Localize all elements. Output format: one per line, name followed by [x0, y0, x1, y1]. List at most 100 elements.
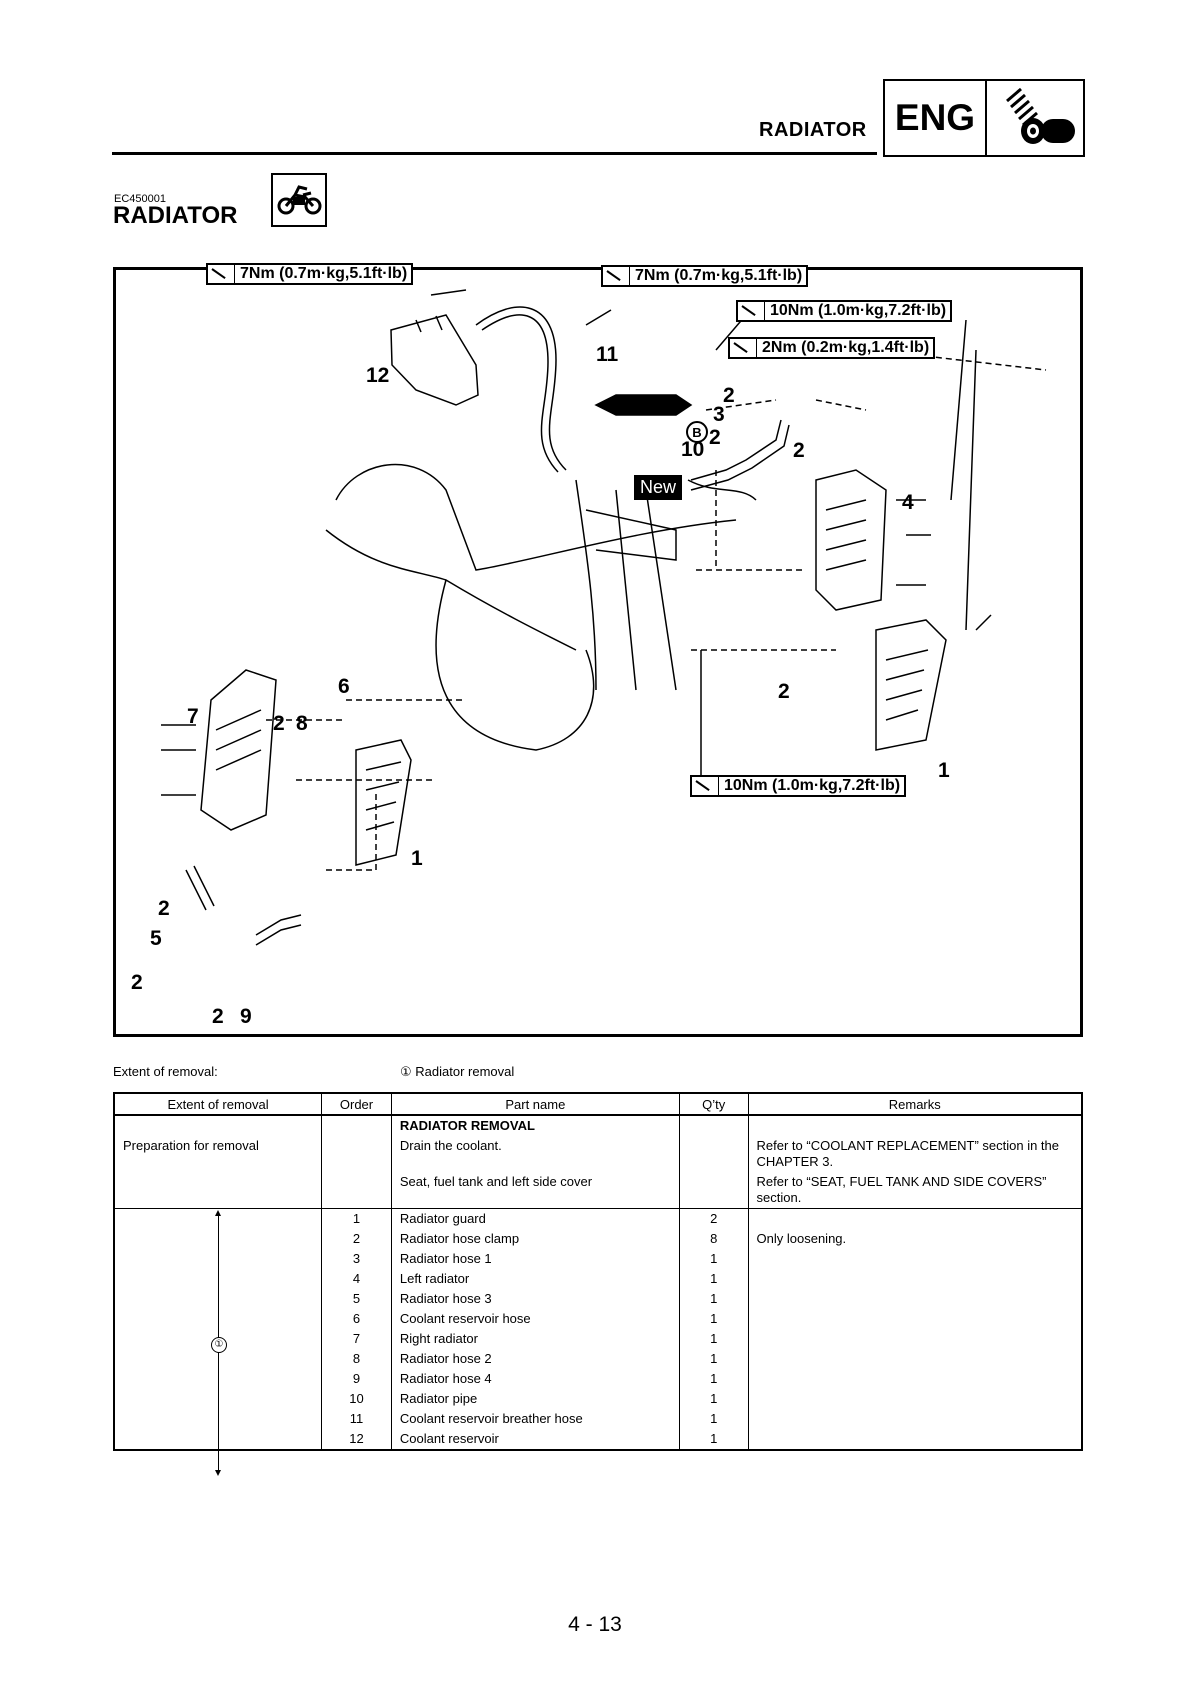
callout-6: 6 — [338, 675, 350, 698]
removal-table: Extent of removal Order Part name Q’ty R… — [113, 1092, 1083, 1476]
remark-cell — [747, 1269, 1083, 1289]
order-cell: 6 — [321, 1309, 392, 1329]
wrench-icon — [603, 267, 630, 285]
qty-cell: 1 — [678, 1309, 749, 1329]
order-cell: 5 — [321, 1289, 392, 1309]
qty-cell: 1 — [678, 1249, 749, 1269]
remark-cell — [747, 1309, 1083, 1329]
engine-coil-icon — [985, 79, 1085, 157]
order-cell: 9 — [321, 1369, 392, 1389]
callout-8: 8 — [296, 712, 308, 735]
qty-cell: 1 — [678, 1389, 749, 1409]
callout-4: 4 — [902, 491, 914, 514]
torque-spec-1: 7Nm (0.7m·kg,5.1ft·lb) — [206, 263, 414, 285]
part-cell: Radiator hose clamp — [390, 1229, 680, 1249]
remark-cell — [747, 1389, 1083, 1409]
torque-spec-4-text: 2Nm (0.2m·kg,1.4ft·lb) — [762, 339, 930, 356]
callout-12: 12 — [366, 364, 390, 387]
order-cell: 12 — [321, 1429, 392, 1450]
callout-2c: 2 — [793, 439, 805, 462]
part-cell: Radiator hose 4 — [390, 1369, 680, 1389]
page-title: RADIATOR — [113, 202, 238, 229]
section-code: EC450001 — [114, 193, 166, 205]
table-row: RADIATOR REMOVAL — [113, 1115, 1083, 1136]
order-cell: 7 — [321, 1329, 392, 1349]
prep-heading: RADIATOR REMOVAL — [390, 1115, 680, 1136]
remark-cell — [747, 1249, 1083, 1269]
wrench-icon — [208, 265, 235, 283]
callout-2a: 2 — [723, 384, 735, 407]
callout-2e: 2 — [273, 712, 285, 735]
callout-7: 7 — [187, 705, 199, 728]
header-rule — [112, 152, 877, 155]
torque-spec-1-text: 7Nm (0.7m·kg,5.1ft·lb) — [240, 265, 408, 282]
torque-spec-4: 2Nm (0.2m·kg,1.4ft·lb) — [728, 337, 936, 359]
torque-spec-5-text: 10Nm (1.0m·kg,7.2ft·lb) — [724, 777, 901, 794]
qty-cell: 1 — [678, 1329, 749, 1349]
qty-cell: 1 — [678, 1369, 749, 1389]
remark-cell — [747, 1369, 1083, 1389]
qty-cell: 1 — [678, 1409, 749, 1429]
prep-remark-1: Refer to “COOLANT REPLACEMENT” section i… — [747, 1136, 1083, 1172]
torque-spec-3-text: 10Nm (1.0m·kg,7.2ft·lb) — [770, 302, 947, 319]
callout-2f: 2 — [158, 897, 170, 920]
part-cell: Radiator pipe — [390, 1389, 680, 1409]
prep-part-1: Drain the coolant. — [390, 1136, 680, 1172]
torque-spec-2: 7Nm (0.7m·kg,5.1ft·lb) — [601, 265, 809, 287]
col-qty: Q’ty — [678, 1092, 749, 1116]
extent-value: ① Radiator removal — [400, 1064, 515, 1079]
eng-badge: ENG — [883, 79, 985, 157]
page-number: 4 - 13 — [568, 1613, 622, 1636]
torque-spec-2-text: 7Nm (0.7m·kg,5.1ft·lb) — [635, 267, 803, 284]
callout-2g: 2 — [131, 971, 143, 994]
torque-spec-5: 10Nm (1.0m·kg,7.2ft·lb) — [690, 775, 907, 797]
col-extent: Extent of removal — [113, 1092, 323, 1116]
callout-1-left: 1 — [411, 847, 423, 870]
remark-cell — [747, 1349, 1083, 1369]
remark-cell — [747, 1429, 1083, 1450]
order-cell: 4 — [321, 1269, 392, 1289]
table-row: Preparation for removal Drain the coolan… — [113, 1136, 1083, 1172]
part-cell: Radiator hose 2 — [390, 1349, 680, 1369]
col-part-name: Part name — [390, 1092, 680, 1116]
part-cell: Right radiator — [390, 1329, 680, 1349]
order-cell: 1 — [321, 1208, 392, 1229]
part-cell: Left radiator — [390, 1269, 680, 1289]
qty-cell: 1 — [678, 1269, 749, 1289]
wrench-icon — [730, 339, 757, 357]
qty-cell: 8 — [678, 1229, 749, 1249]
part-cell: Radiator hose 1 — [390, 1249, 680, 1269]
col-order: Order — [321, 1092, 392, 1116]
order-cell: 3 — [321, 1249, 392, 1269]
prep-part-2: Seat, fuel tank and left side cover — [390, 1172, 680, 1209]
part-cell: Radiator guard — [390, 1208, 680, 1229]
callout-1-right: 1 — [938, 759, 950, 782]
remark-cell — [747, 1208, 1083, 1229]
remark-cell — [747, 1409, 1083, 1429]
torque-spec-3: 10Nm (1.0m·kg,7.2ft·lb) — [736, 300, 953, 322]
wrench-icon — [738, 302, 765, 320]
callout-11: 11 — [596, 343, 619, 366]
qty-cell: 2 — [678, 1208, 749, 1229]
part-cell: Coolant reservoir hose — [390, 1309, 680, 1329]
qty-cell: 1 — [678, 1349, 749, 1369]
table-header-row: Extent of removal Order Part name Q’ty R… — [113, 1092, 1083, 1116]
callout-10: 10 — [681, 438, 705, 461]
callout-2b: 2 — [709, 426, 721, 449]
remark-cell — [747, 1289, 1083, 1309]
exploded-diagram: 7Nm (0.7m·kg,5.1ft·lb) 7Nm (0.7m·kg,5.1f… — [113, 263, 1083, 1037]
part-cell: Coolant reservoir breather hose — [390, 1409, 680, 1429]
table-row: Seat, fuel tank and left side cover Refe… — [113, 1172, 1083, 1209]
wrench-icon — [692, 777, 719, 795]
callout-2d: 2 — [778, 680, 790, 703]
order-cell: 11 — [321, 1409, 392, 1429]
callout-5: 5 — [150, 927, 162, 950]
